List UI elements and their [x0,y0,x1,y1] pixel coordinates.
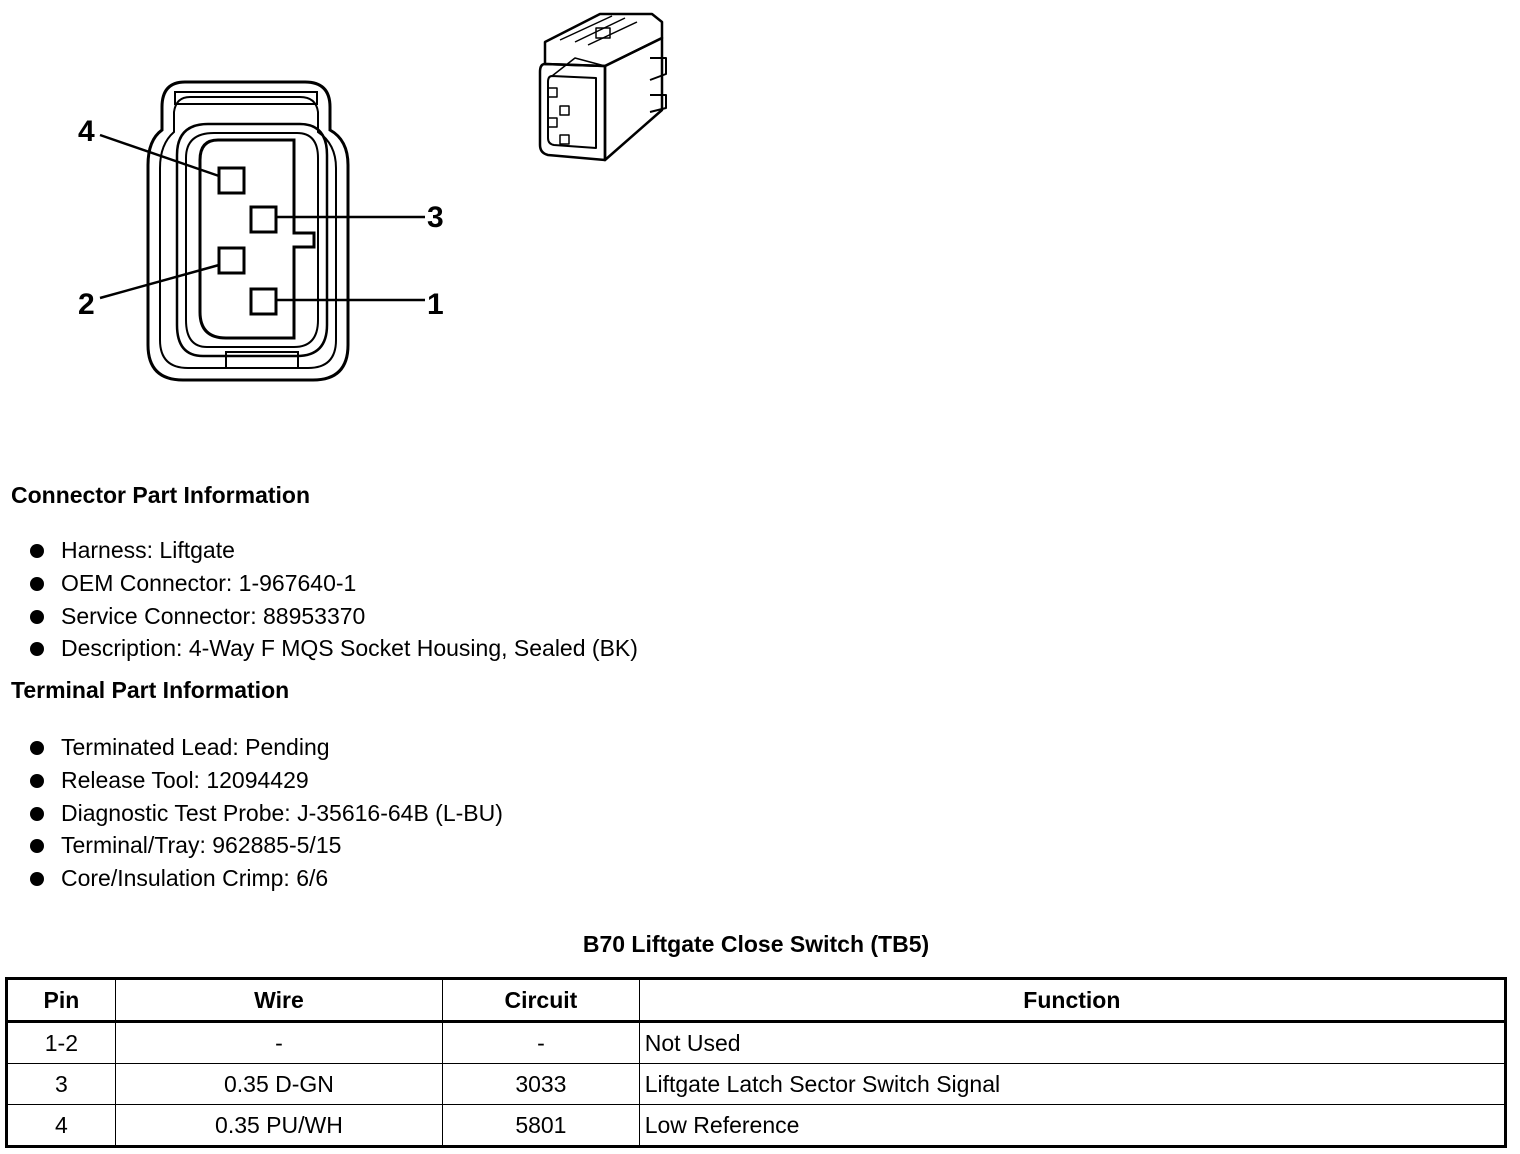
list-item-text: Core/Insulation Crimp: 6/6 [61,865,329,892]
column-header-wire: Wire [114,978,444,1022]
list-item-text: Service Connector: 88953370 [61,602,366,629]
bullet-icon [30,806,44,821]
list-item: Terminal/Tray: 962885-5/15 [28,829,503,862]
bullet-icon [30,741,44,755]
pinout-table: Pin Wire Circuit Function 1-2 - - Not Us… [5,977,1507,1148]
pin-label-4: 4 [78,115,95,148]
list-item: Terminated Lead: Pending [28,731,503,764]
terminal-3 [249,205,278,234]
connector-info-list: Harness: Liftgate OEM Connector: 1-96764… [28,534,638,665]
cell-pin: 1-2 [6,1021,116,1064]
cell-function: Liftgate Latch Sector Switch Signal [638,1063,1507,1105]
connector-face-view [146,80,350,382]
pin-label-3: 3 [427,201,444,234]
bullet-icon [30,576,44,591]
cell-pin: 3 [6,1063,116,1105]
terminal-info-title: Terminal Part Information [11,677,290,703]
cell-function: Low Reference [638,1104,1507,1147]
list-item: Harness: Liftgate [28,534,638,567]
cell-circuit: 3033 [442,1063,640,1105]
cell-circuit: 5801 [442,1104,640,1147]
terminal-2 [217,246,246,275]
list-item-text: Diagnostic Test Probe: J-35616-64B (L-BU… [61,799,503,826]
connector-info-title: Connector Part Information [11,482,311,508]
list-item: Core/Insulation Crimp: 6/6 [28,862,503,895]
pin-label-2: 2 [78,288,95,321]
column-header-pin: Pin [6,978,116,1022]
list-item: Release Tool: 12094429 [28,764,503,797]
list-item-text: Terminated Lead: Pending [61,734,330,760]
list-item-text: Terminal/Tray: 962885-5/15 [61,832,342,859]
terminal-1 [249,287,278,316]
table-header-row: Pin Wire Circuit Function [6,978,1507,1022]
bullet-icon [30,872,44,887]
list-item: Diagnostic Test Probe: J-35616-64B (L-BU… [28,797,503,830]
column-header-circuit: Circuit [442,978,640,1022]
bullet-icon [30,609,44,624]
list-item-text: Description: 4-Way F MQS Socket Housing,… [61,635,638,662]
table-row: 3 0.35 D-GN 3033 Liftgate Latch Sector S… [6,1063,1507,1105]
cell-wire: 0.35 D-GN [114,1063,444,1105]
list-item: Description: 4-Way F MQS Socket Housing,… [28,632,638,665]
column-header-function: Function [638,978,1507,1022]
bullet-icon [30,773,44,788]
pin-label-1: 1 [427,288,444,321]
cell-wire: - [114,1021,444,1064]
cell-wire: 0.35 PU/WH [114,1104,444,1147]
cell-circuit: - [442,1021,640,1064]
bullet-icon [30,839,44,854]
pin-leader-lines [99,133,425,302]
cell-function: Not Used [638,1021,1507,1064]
connector-isometric-view [538,12,667,162]
list-item-text: Release Tool: 12094429 [61,766,309,793]
bullet-icon [30,642,44,657]
list-item-text: Harness: Liftgate [61,537,235,563]
table-row: 1-2 - - Not Used [6,1021,1507,1064]
list-item: Service Connector: 88953370 [28,600,638,633]
terminal-info-list: Terminated Lead: Pending Release Tool: 1… [28,731,503,895]
connector-diagram: 4 3 2 1 [78,12,667,382]
list-item: OEM Connector: 1-967640-1 [28,567,638,600]
cell-pin: 4 [6,1104,116,1147]
bullet-icon [30,544,44,558]
list-item-text: OEM Connector: 1-967640-1 [61,569,357,596]
table-row: 4 0.35 PU/WH 5801 Low Reference [6,1104,1507,1147]
table-title: B70 Liftgate Close Switch (TB5) [582,931,930,957]
terminal-4 [217,166,246,195]
